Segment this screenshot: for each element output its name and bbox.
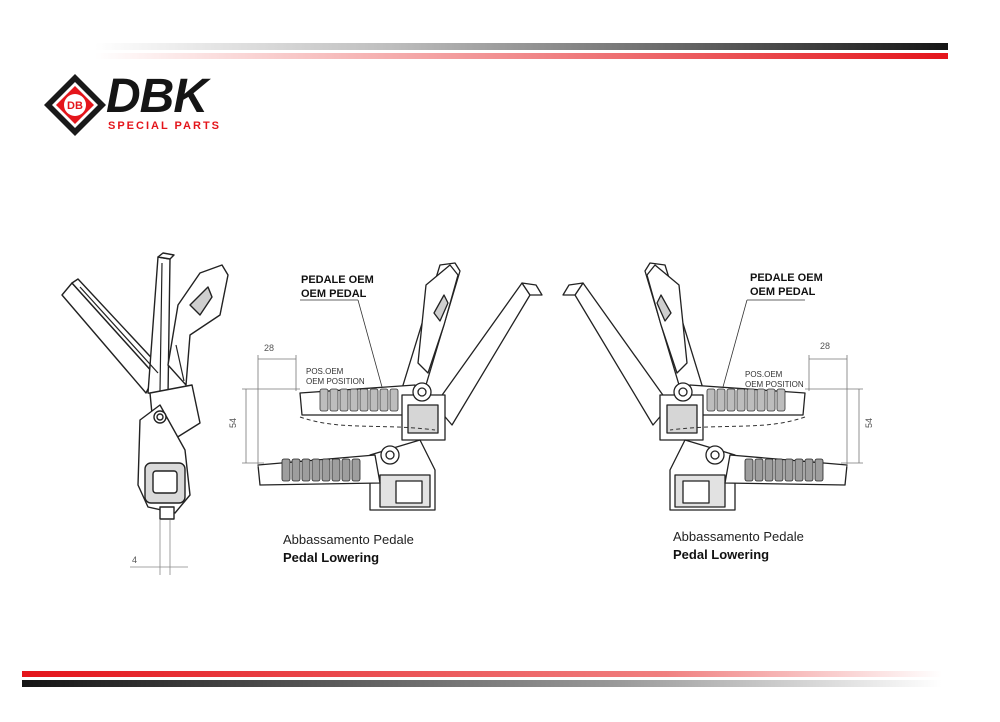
middle-caption-it: Abbassamento Pedale	[283, 532, 414, 547]
logo-emblem-icon: DB	[44, 74, 106, 136]
right-pos-line2: OEM POSITION	[745, 380, 804, 389]
brand-logo: DB DBK SPECIAL PARTS	[40, 70, 280, 140]
right-callout-line2: OEM PEDAL	[750, 286, 816, 298]
middle-caption-en: Pedal Lowering	[283, 550, 380, 565]
logo-emblem-text: DB	[67, 100, 83, 112]
right-caption-it: Abbassamento Pedale	[673, 529, 804, 544]
middle-dim-horizontal: 28	[264, 343, 275, 353]
middle-pos-line2: OEM POSITION	[306, 377, 365, 386]
right-pos-label: POS.OEM OEM POSITION	[745, 370, 804, 390]
left-dimension-4: 4	[132, 555, 138, 565]
logo-tagline: SPECIAL PARTS	[108, 120, 221, 132]
right-dim-horizontal: 28	[820, 341, 831, 351]
right-pos-line1: POS.OEM	[745, 370, 783, 379]
logo-brand-text: DBK	[106, 70, 208, 123]
middle-dim-vertical: 54	[228, 417, 239, 429]
middle-callout-line2: OEM PEDAL	[301, 288, 367, 300]
top-stripes	[95, 43, 948, 59]
right-dim-vertical: 54	[864, 417, 875, 429]
middle-callout-line1: PEDALE OEM	[301, 274, 374, 286]
right-callout-line1: PEDALE OEM	[750, 272, 823, 284]
middle-pos-label: POS.OEM OEM POSITION	[306, 367, 365, 387]
middle-callout: PEDALE OEM OEM PEDAL	[301, 273, 374, 301]
right-pedal-drawing	[562, 262, 863, 511]
right-callout: PEDALE OEM OEM PEDAL	[750, 271, 823, 299]
middle-pos-line1: POS.OEM	[306, 367, 344, 376]
right-caption-en: Pedal Lowering	[673, 547, 770, 562]
left-side-view-drawing	[61, 252, 229, 575]
bottom-stripes	[22, 671, 942, 687]
middle-pedal-drawing	[242, 262, 543, 511]
